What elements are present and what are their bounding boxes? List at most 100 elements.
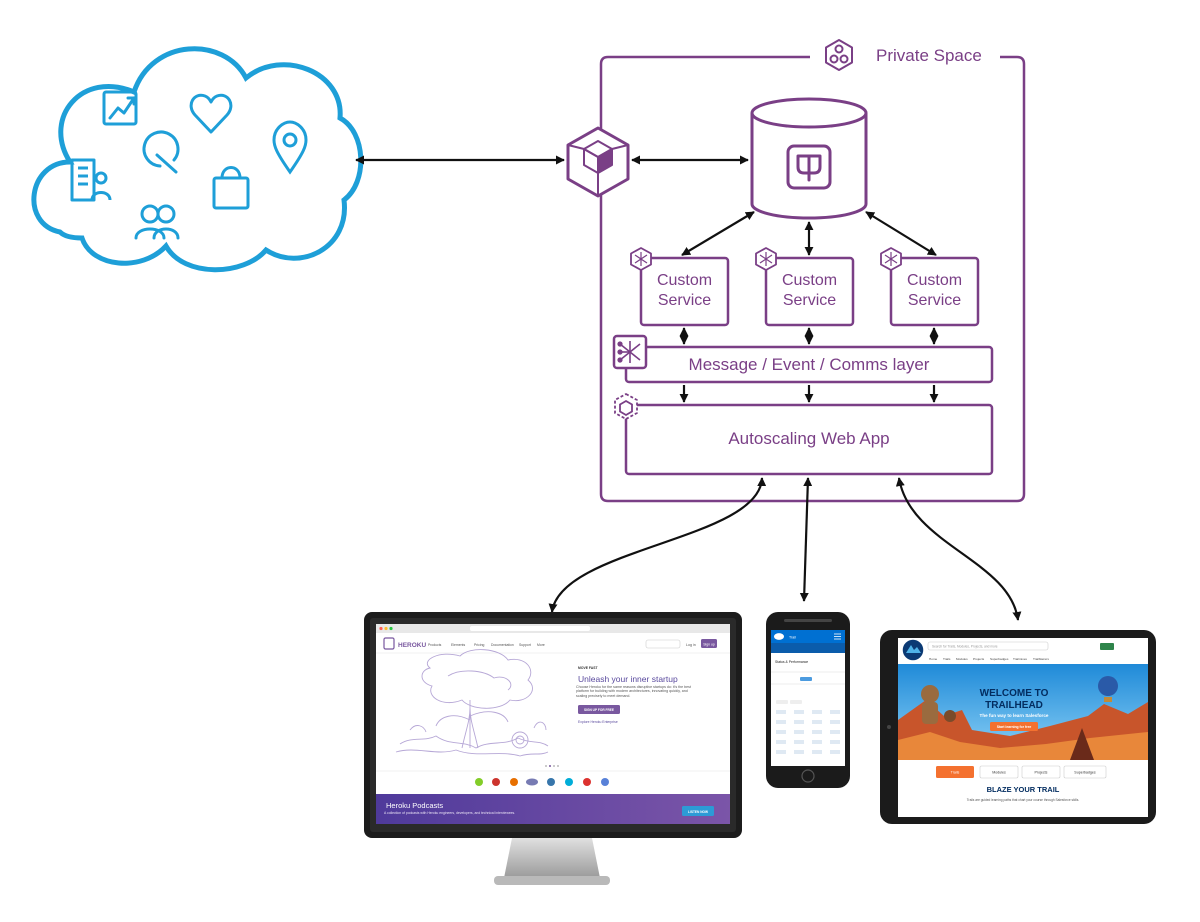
connection-arrows: [355, 155, 1022, 621]
phone-header-label: Trail: [789, 636, 796, 640]
location-pin-icon: [272, 120, 308, 175]
web-app-box: [624, 403, 994, 476]
trailhead-tab-projects-label: Projects: [1035, 771, 1048, 775]
trailhead-search-input[interactable]: [927, 641, 1049, 651]
web-app-label: Autoscaling Web App: [728, 429, 889, 448]
carousel-dots[interactable]: [545, 765, 559, 767]
heroku-body-text: Choose Heroku for the same reasons disru…: [576, 685, 691, 698]
heroku-nav-elements[interactable]: Elements: [451, 643, 465, 647]
podcast-listen-label: LISTEN NOW: [688, 810, 708, 814]
trailhead-nav-modules[interactable]: Modules: [956, 657, 968, 661]
phone-data-grid: [776, 710, 840, 754]
ruby-icon: [492, 778, 500, 786]
heroku-nav-support[interactable]: Support: [519, 643, 531, 647]
trailhead-nav-trailmixes[interactable]: Trailmixes: [1013, 657, 1027, 661]
heroku-search-box[interactable]: [645, 639, 681, 649]
connect-cube-icon: [566, 126, 630, 198]
message-layer-label: Message / Event / Comms layer: [689, 355, 930, 374]
trailhead-section-text: Trails are guided learning paths that ch…: [967, 798, 1080, 802]
podcast-listen-button[interactable]: [682, 806, 714, 816]
heroku-cta-button[interactable]: [578, 705, 620, 714]
building-person-icon: [70, 158, 112, 202]
trailhead-screen: Search for Trails, Modules, Projects, an…: [898, 638, 1148, 802]
trailhead-section-title: BLAZE YOUR TRAIL: [987, 785, 1060, 794]
service-box-1: Custom Service: [639, 256, 730, 327]
trailhead-tab-trails[interactable]: [936, 766, 974, 778]
service-3-line2: Service: [908, 292, 961, 309]
trailhead-tab-superbadges[interactable]: [1063, 765, 1107, 779]
kafka-icon: [612, 334, 648, 370]
trailhead-tab-superbadges-label: Superbadges: [1074, 771, 1096, 775]
autoscale-icon: [614, 393, 638, 420]
trailhead-cta-label: Start learning for free: [997, 725, 1032, 729]
trailhead-nav-trails[interactable]: Trails: [943, 657, 951, 661]
trailhead-headline-2: TRAILHEAD: [985, 700, 1043, 711]
podcast-title: Heroku Podcasts: [386, 801, 443, 810]
heroku-nav-more[interactable]: More: [537, 643, 545, 647]
salesforce-logo-icon: [774, 633, 784, 640]
service-dyno-icon: [880, 247, 902, 271]
service-dyno-icon: [630, 247, 652, 271]
postgres-icon: [786, 144, 832, 190]
scala-icon: [583, 778, 591, 786]
heroku-eyebrow: MOVE FAST: [578, 666, 599, 670]
language-logos: [475, 778, 609, 786]
service-dyno-icon: [755, 247, 777, 271]
service-box-2: Custom Service: [764, 256, 855, 327]
trailhead-signup-button[interactable]: [1100, 643, 1114, 650]
private-space-icon: [825, 39, 853, 71]
heroku-signup-label: Sign up: [703, 643, 715, 647]
heroku-enterprise-link[interactable]: Explore Heroku Enterprise: [578, 720, 618, 724]
heroku-website-screen: HEROKU Products Elements Pricing Documen…: [376, 624, 730, 824]
trailhead-tab-modules-label: Modules: [992, 771, 1006, 775]
service-2-line1: Custom: [782, 272, 837, 289]
service-2-line2: Service: [783, 292, 836, 309]
trailhead-nav-projects[interactable]: Projects: [973, 657, 985, 661]
trailhead-nav-home[interactable]: Home: [929, 657, 938, 661]
php-icon: [526, 778, 538, 786]
people-icon: [134, 204, 180, 240]
nodejs-icon: [475, 778, 483, 786]
phone-page-title: Status & Performance: [775, 660, 808, 664]
hot-air-balloon-icon: [1098, 676, 1118, 702]
trailhead-nav-superbadges[interactable]: Superbadges: [990, 657, 1009, 661]
heroku-logo-icon: [383, 637, 395, 650]
heroku-headline: Unleash your inner startup: [578, 674, 678, 684]
tree-illustration: [395, 649, 549, 757]
heroku-cta-label: SIGN UP FOR FREE: [584, 708, 614, 712]
trailhead-nav-trailblazers[interactable]: Trailblazers: [1033, 657, 1049, 661]
trailhead-subhead: The fun way to learn Salesforce: [980, 713, 1049, 718]
heroku-nav-products[interactable]: Products: [428, 643, 442, 647]
gauge-icon: [142, 130, 180, 174]
go-icon: [565, 778, 573, 786]
phone-app-header: [771, 630, 845, 643]
trailhead-headline-1: WELCOME TO: [980, 688, 1049, 699]
private-space-boundary: [599, 55, 1026, 503]
trailhead-tab-trails-label: Trails: [951, 771, 960, 775]
smartphone: Trail Status & Performance: [766, 612, 850, 788]
trailhead-cta-button[interactable]: [990, 722, 1038, 731]
java-icon: [510, 778, 518, 786]
service-box-3: Custom Service: [889, 256, 980, 327]
shopping-bag-icon: [212, 166, 250, 210]
heroku-login-link[interactable]: Log in: [686, 643, 696, 647]
service-1-line1: Custom: [657, 272, 712, 289]
clojure-icon: [601, 778, 609, 786]
podcast-banner: [376, 794, 730, 824]
python-icon: [547, 778, 555, 786]
chart-icon: [102, 90, 138, 126]
trailhead-tab-modules[interactable]: [979, 765, 1019, 779]
heroku-signup-button[interactable]: [701, 639, 717, 648]
phone-menu-icon[interactable]: [834, 633, 841, 640]
heroku-nav-documentation[interactable]: Documentation: [491, 643, 514, 647]
service-1-line2: Service: [658, 292, 711, 309]
podcast-text: A collection of podcasts with Heroku eng…: [384, 811, 516, 815]
private-space-label: Private Space: [876, 46, 982, 65]
heroku-nav-pricing[interactable]: Pricing: [474, 643, 484, 647]
astro-character-icon: [921, 685, 956, 724]
service-3-line1: Custom: [907, 272, 962, 289]
trailhead-tab-projects[interactable]: [1021, 765, 1061, 779]
heroku-brand: HEROKU: [398, 642, 426, 649]
trailhead-search-placeholder: Search for Trails, Modules, Projects, an…: [932, 645, 998, 649]
